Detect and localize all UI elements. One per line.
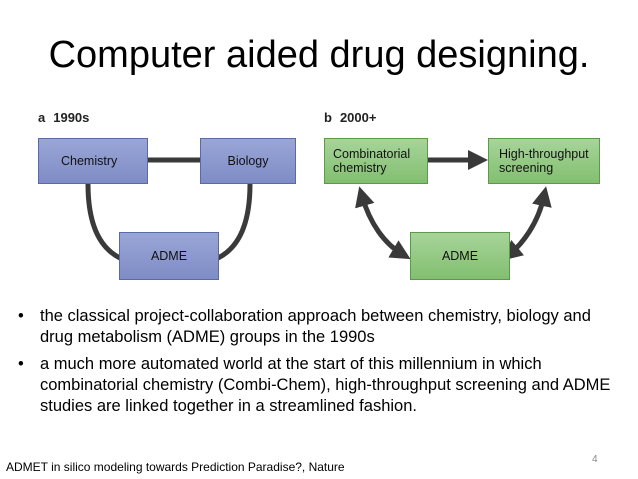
page-number: 4 (592, 454, 598, 465)
citation: ADMET in silico modeling towards Predict… (6, 460, 345, 474)
adme-box-a: ADME (119, 232, 219, 280)
biology-box: Biology (200, 138, 296, 184)
panel-b-label: b 2000+ (324, 110, 376, 125)
adme-box-b: ADME (410, 232, 510, 280)
bullet-item-1: • the classical project-collaboration ap… (14, 306, 624, 348)
htp-label-line1: High-throughput (499, 147, 589, 161)
combinatorial-label-line1: Combinatorial (333, 147, 411, 161)
bullet-text-2: a much more automated world at the start… (40, 355, 611, 415)
bullet-list: • the classical project-collaboration ap… (14, 306, 624, 423)
high-throughput-screening-box: High-throughput screening (488, 138, 600, 184)
slide-title: Computer aided drug designing. (48, 34, 590, 76)
panel-b-letter: b (324, 110, 332, 125)
panel-b-period: 2000+ (339, 110, 377, 125)
adme-label-a: ADME (150, 249, 188, 263)
chemistry-adme-connector (85, 183, 122, 261)
biology-label: Biology (227, 154, 269, 168)
bullet-marker: • (18, 355, 24, 373)
panel-a-period: 1990s (53, 110, 90, 125)
chemistry-label: Chemistry (61, 154, 118, 168)
panel-a-label: a 1990s (38, 110, 89, 125)
htp-adme-arrow (502, 186, 552, 261)
htp-label-line2: screening (499, 161, 554, 175)
combinatorial-label-line2: chemistry (333, 161, 387, 175)
adme-label-b: ADME (441, 249, 479, 263)
combinatorial-chemistry-box: Combinatorial chemistry (324, 138, 428, 184)
bullet-item-2: • a much more automated world at the sta… (14, 354, 624, 417)
chemistry-box: Chemistry (38, 138, 148, 184)
biology-adme-connector (216, 183, 253, 261)
combichem-adme-arrow (355, 186, 411, 260)
panel-a-letter: a (38, 110, 46, 125)
bullet-text-1: the classical project-collaboration appr… (40, 307, 591, 346)
bullet-marker: • (18, 307, 24, 325)
